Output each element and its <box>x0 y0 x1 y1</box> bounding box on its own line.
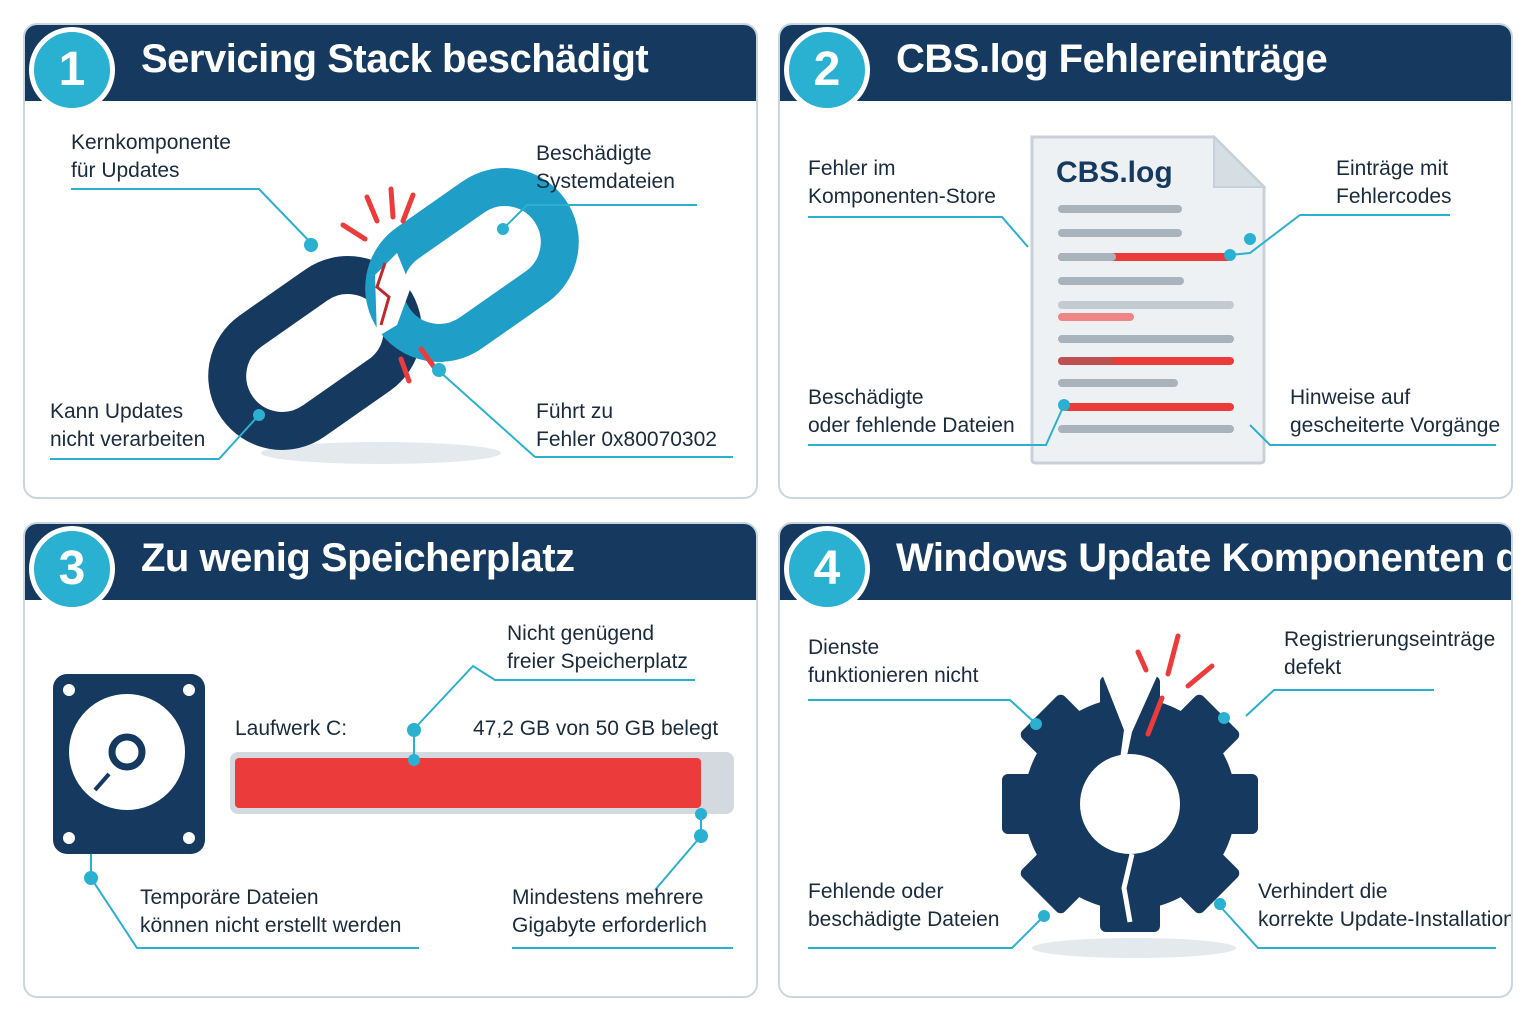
label-line: Dienste <box>808 636 880 659</box>
document-title: CBS.log <box>1056 156 1173 189</box>
hard-drive-icon <box>53 674 205 854</box>
log-lines <box>1058 205 1234 433</box>
disk-usage-illustration <box>53 664 734 949</box>
broken-chain-illustration <box>50 168 733 464</box>
panel-header: Servicing Stack beschädigt <box>25 25 756 101</box>
label-component-store-error: Fehler im Komponenten-Store <box>808 155 996 211</box>
label-line: beschädigte Dateien <box>808 908 1000 931</box>
label-error-code-entries: Einträge mit Fehlercodes <box>1336 155 1452 211</box>
callout-dots <box>1058 233 1256 411</box>
label-line: Mindestens mehrere <box>512 886 704 909</box>
label-prevents-installation: Verhindert die korrekte Update-Installat… <box>1258 878 1513 934</box>
usage-bar-fill <box>235 758 701 808</box>
label-missing-files: Fehlende oder beschädigte Dateien <box>808 878 999 934</box>
label-line: gescheiterte Vorgänge <box>1290 414 1501 437</box>
log-document-illustration <box>808 134 1496 465</box>
panel-title: CBS.log Fehlereinträge <box>896 37 1328 81</box>
label-line: Gigabyte erforderlich <box>512 914 707 937</box>
document-fold <box>1213 134 1267 188</box>
label-line: Fehler im <box>808 157 896 180</box>
label-insufficient-space: Nicht genügend freier Speicherplatz <box>507 620 688 676</box>
label-line: Kann Updates <box>50 400 184 423</box>
label-temp-files: Temporäre Dateien können nicht erstellt … <box>140 884 402 940</box>
panel-title: Zu wenig Speicherplatz <box>141 536 575 580</box>
label-cannot-process-updates: Kann Updates nicht verarbeiten <box>50 398 205 454</box>
label-line: oder fehlende Dateien <box>808 414 1015 437</box>
label-line: korrekte Update-Installation <box>1258 908 1513 931</box>
label-line: Registrierungseinträge <box>1284 628 1496 651</box>
label-registry-entries: Registrierungseinträge defekt <box>1284 626 1495 682</box>
label-line: Fehlercodes <box>1336 185 1452 208</box>
label-line: Temporäre Dateien <box>140 886 319 909</box>
panel-title: Servicing Stack beschädigt <box>141 37 649 81</box>
callout-dots <box>1030 712 1230 922</box>
label-line: für Updates <box>71 159 180 182</box>
label-line: Fehlende oder <box>808 880 944 903</box>
label-line: Beschädigte <box>808 386 924 409</box>
drive-label: Laufwerk C: <box>235 717 348 740</box>
panel-cbs-log: CBS.log Fehlereinträge 2 <box>778 23 1513 499</box>
break-sparks-icon <box>340 186 440 384</box>
label-damaged-system-files: Beschädigte Systemdateien <box>536 140 675 196</box>
callout-lines <box>808 214 1496 446</box>
gear-crack-lower <box>1121 853 1135 923</box>
label-line: Beschädigte <box>536 142 652 165</box>
break-sparks-icon <box>1135 633 1215 737</box>
label-line: Systemdateien <box>536 170 675 193</box>
label-line: Nicht genügend <box>507 622 655 645</box>
label-failed-operations: Hinweise auf gescheiterte Vorgänge <box>1290 384 1500 440</box>
callout-lines <box>50 188 733 460</box>
callout-dots <box>253 223 509 421</box>
label-line: nicht verarbeiten <box>50 428 206 451</box>
panel-header: Zu wenig Speicherplatz <box>25 524 756 600</box>
step-number-badge: 3 <box>29 526 115 612</box>
step-number-badge: 4 <box>784 526 870 612</box>
usage-text: 47,2 GB von 50 GB belegt <box>473 717 719 740</box>
label-line: funktionieren nicht <box>808 664 979 687</box>
label-line: Fehler 0x80070302 <box>536 428 717 451</box>
label-line: Führt zu <box>536 400 614 423</box>
label-line: Verhindert die <box>1258 880 1388 903</box>
broken-gear-illustration <box>808 633 1496 958</box>
label-line: Komponenten-Store <box>808 185 996 208</box>
panel-servicing-stack: Servicing Stack beschädigt 1 <box>23 23 758 499</box>
shadow <box>1032 938 1236 958</box>
gear-crack <box>1102 674 1158 806</box>
panel-title: Windows Update Komponenten defekt <box>896 536 1511 580</box>
label-line: Einträge mit <box>1336 157 1449 180</box>
callout-lines <box>90 664 733 949</box>
callout-dots <box>84 723 708 885</box>
label-line: Hinweise auf <box>1290 386 1411 409</box>
panel-disk-space: Zu wenig Speicherplatz 3 <box>23 522 758 998</box>
label-services-not-working: Dienste funktionieren nicht <box>808 634 978 690</box>
label-line: können nicht erstellt werden <box>140 914 402 937</box>
label-several-gigabytes: Mindestens mehrere Gigabyte erforderlich <box>512 884 707 940</box>
label-error-code: Führt zu Fehler 0x80070302 <box>536 398 717 454</box>
label-line: freier Speicherplatz <box>507 650 688 673</box>
panel-update-components: Windows Update Komponenten defekt 4 <box>778 522 1513 998</box>
label-damaged-missing-files: Beschädigte oder fehlende Dateien <box>808 384 1015 440</box>
callout-lines <box>808 689 1496 949</box>
shadow <box>261 442 501 464</box>
label-line: defekt <box>1284 656 1342 679</box>
step-number-badge: 2 <box>784 27 870 113</box>
label-line: Kernkomponente <box>71 131 231 154</box>
crack-line <box>375 262 391 326</box>
step-number-badge: 1 <box>29 27 115 113</box>
label-core-component: Kernkomponente für Updates <box>71 129 231 185</box>
panel-header: CBS.log Fehlereinträge <box>780 25 1511 101</box>
panel-header: Windows Update Komponenten defekt <box>780 524 1511 600</box>
